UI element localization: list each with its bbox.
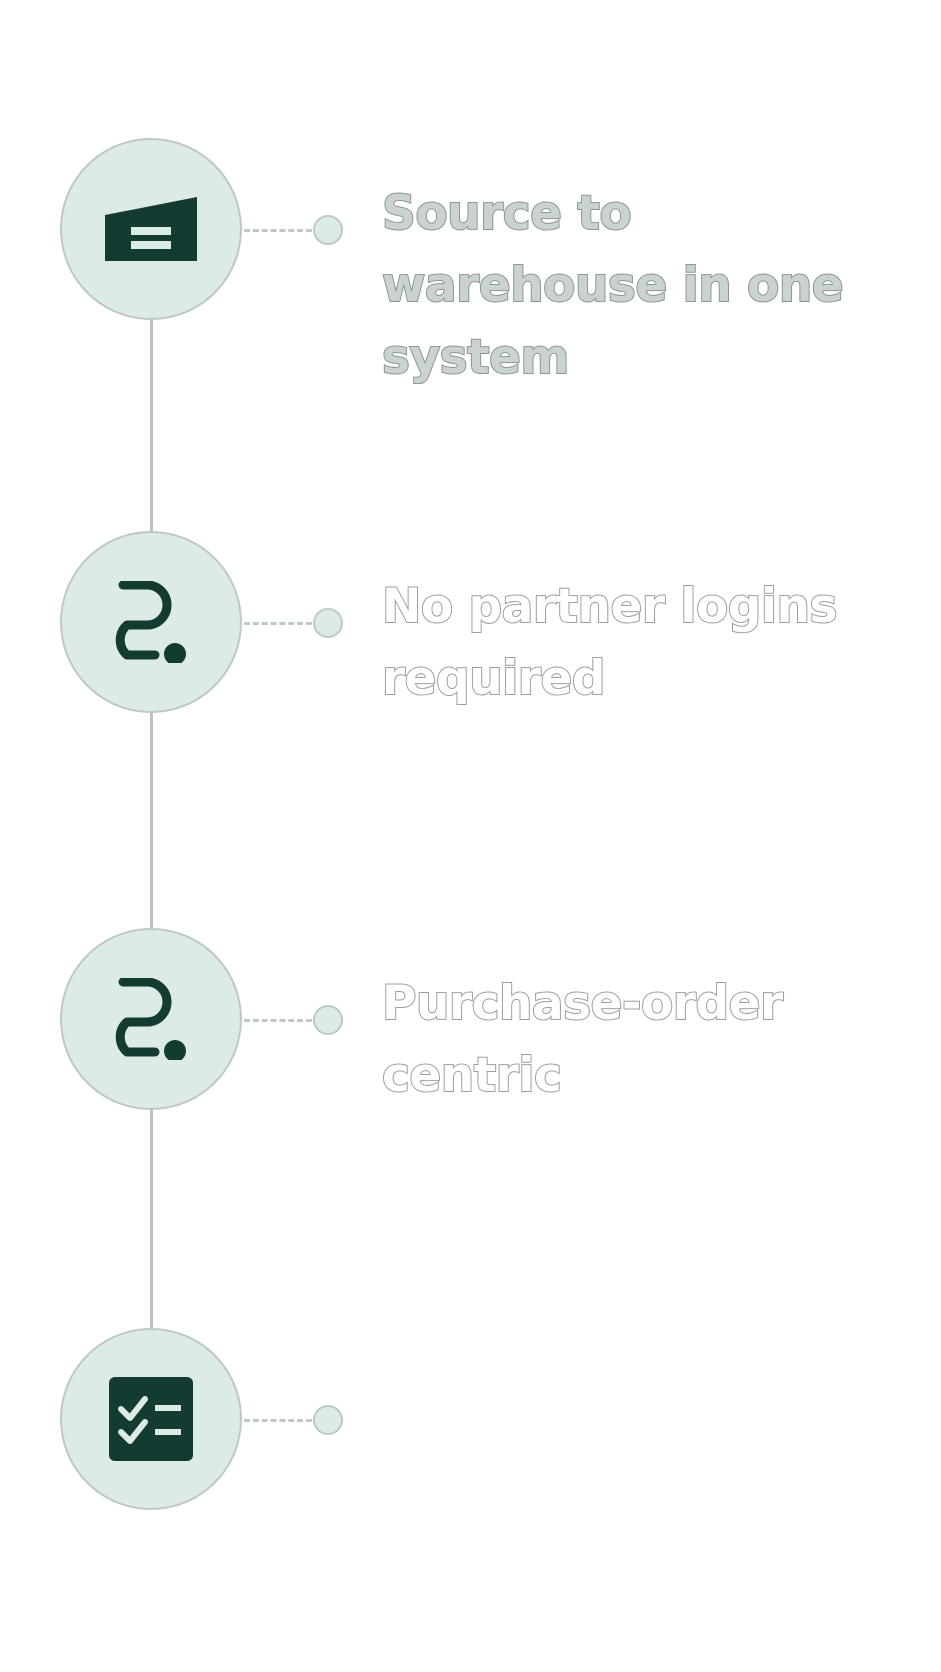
- connector-dot: [313, 215, 343, 245]
- checklist-icon: [109, 1377, 193, 1461]
- timeline-step: No partner logins required: [0, 531, 941, 717]
- timeline-step: Source to warehouse in one system: [0, 138, 941, 386]
- step-label: Purchase-order centric: [381, 975, 784, 1104]
- step-node: [60, 531, 242, 713]
- step-node: [60, 928, 242, 1110]
- step-connector: [244, 1419, 312, 1422]
- step-connector: [244, 622, 312, 625]
- step-connector: [244, 229, 312, 232]
- timeline-spine: [150, 320, 153, 1340]
- warehouse-icon: [103, 197, 199, 261]
- connector-dot: [313, 608, 343, 638]
- route-icon: [103, 581, 199, 663]
- timeline-step: [0, 1328, 941, 1514]
- timeline-step: Purchase-order centric: [0, 928, 941, 1114]
- connector-dot: [313, 1005, 343, 1035]
- route-icon: [103, 978, 199, 1060]
- step-connector: [244, 1019, 312, 1022]
- step-label: Source to warehouse in one system: [381, 185, 845, 386]
- step-node: [60, 1328, 242, 1510]
- step-node: [60, 138, 242, 320]
- connector-dot: [313, 1405, 343, 1435]
- step-label: No partner logins required: [381, 578, 838, 707]
